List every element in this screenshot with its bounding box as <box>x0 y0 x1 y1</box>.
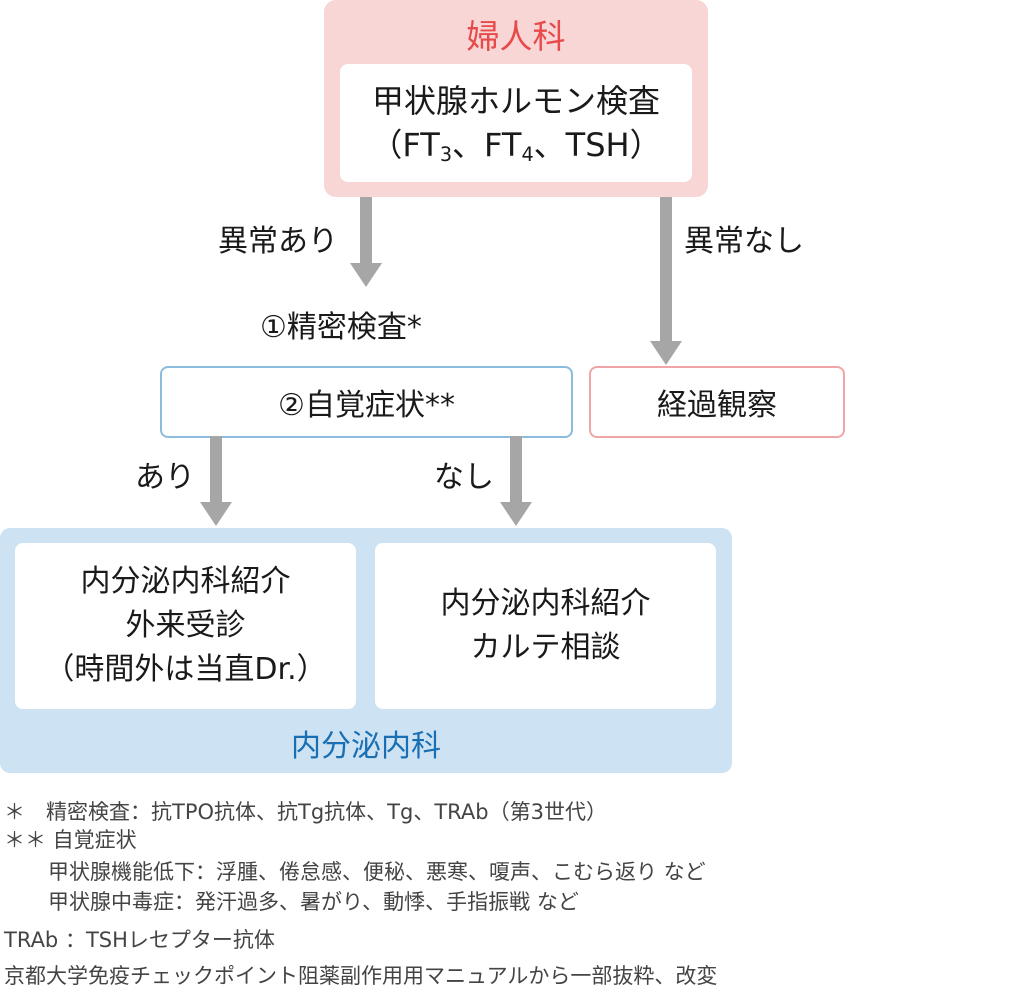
footnote-detailed-exam: ＊ 精密検査：抗TPO抗体、抗Tg抗体、Tg、TRAb（第3世代） <box>4 800 607 824</box>
abnormal-label: 異常あり <box>218 224 338 259</box>
thyroid-test-mid: 、FT <box>452 126 522 164</box>
footnote-thyrotoxicosis: 甲状腺中毒症：発汗過多、暑がり、動悸、手指振戦 など <box>48 890 579 914</box>
no-arrow-head <box>500 502 532 526</box>
yes-arrow-head <box>200 502 232 526</box>
footnote-trab: TRAb ：TSHレセプター抗体 <box>4 928 275 952</box>
thyroid-test-title: 甲状腺ホルモン検査 <box>371 82 660 120</box>
endocrinology-title: 内分泌内科 <box>291 729 441 764</box>
thyroid-hormone-test-box: 甲状腺ホルモン検査 （FT3、FT4、TSH） <box>340 64 692 182</box>
footnote-source: 京都大学免疫チェックポイント阻薬副作用用マニュアルから一部抜粋、改変 <box>4 964 718 988</box>
no-label: なし <box>434 460 494 495</box>
yes-arrow-shaft <box>210 436 222 502</box>
detailed-exam-label: ①精密検査* <box>260 310 422 345</box>
thyroid-test-open: （FT <box>370 126 440 164</box>
referral-line: 内分泌内科紹介 <box>440 586 651 621</box>
outpatient-line: 外来受診 <box>125 608 246 643</box>
outpatient-referral-card: 内分泌内科紹介 外来受診 （時間外は当直Dr.） <box>15 543 356 709</box>
yes-label: あり <box>135 460 195 495</box>
thyroid-test-close: 、TSH） <box>533 126 662 164</box>
abnormal-arrow-shaft <box>360 197 372 263</box>
observation-box: 経過観察 <box>589 366 845 438</box>
thyroid-test-items: （FT3、FT4、TSH） <box>370 123 661 167</box>
normal-arrow-shaft <box>660 197 672 341</box>
after-hours-line: （時間外は当直Dr.） <box>44 652 327 687</box>
gynecology-title: 婦人科 <box>466 17 566 56</box>
chart-consult-line: カルテ相談 <box>470 630 621 665</box>
abnormal-arrow-head <box>350 263 382 287</box>
symptoms-box: ②自覚症状** <box>160 366 573 438</box>
symptoms-label: ②自覚症状** <box>278 388 455 423</box>
observation-label: 経過観察 <box>657 388 777 423</box>
footnote-symptoms: ＊＊ 自覚症状 <box>4 828 137 852</box>
footnote-hypothyroid: 甲状腺機能低下：浮腫、倦怠感、便秘、悪寒、嗄声、こむら返り など <box>48 860 706 884</box>
normal-label: 異常なし <box>684 224 804 259</box>
ft3-subscript: 3 <box>439 142 453 166</box>
ft4-subscript: 4 <box>521 142 534 166</box>
chart-consult-card: 内分泌内科紹介 カルテ相談 <box>375 543 716 709</box>
referral-line: 内分泌内科紹介 <box>80 564 291 599</box>
no-arrow-shaft <box>510 436 522 502</box>
normal-arrow-head <box>650 341 682 365</box>
